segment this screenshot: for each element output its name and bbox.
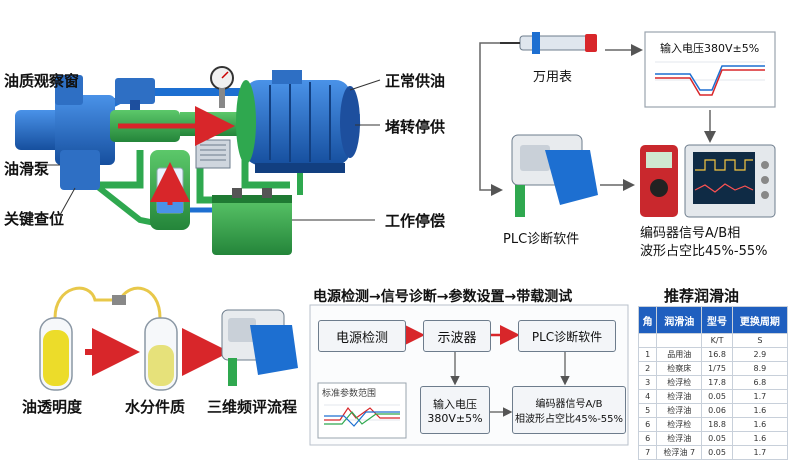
encoder-box-line-2: 相波形占空比45%-55%: [514, 414, 624, 425]
sub-header: K/T: [701, 333, 733, 348]
table-cell: 0.05: [701, 389, 733, 404]
label-oil-clarity: 油透明度: [22, 398, 83, 416]
table-cell: 1.7: [731, 389, 789, 404]
label-moisture: 水分件质: [125, 398, 186, 416]
table-cell: 0.05: [701, 445, 733, 460]
flow-box-encoder: 编码器信号A/B 相波形占空比45%-55%: [512, 386, 626, 434]
label-key-check: 关键查位: [4, 210, 65, 228]
col-header: 更换周期: [731, 306, 789, 334]
diagram-graphics: [15, 31, 776, 446]
label-plc-software: PLC诊断软件: [503, 232, 580, 247]
table-cell: 2: [637, 361, 658, 376]
table-cell: 1.6: [731, 403, 789, 418]
label-multimeter: 万用表: [533, 70, 573, 85]
table-cell: 1: [637, 347, 658, 362]
diagram-canvas: 油质观察窗 油滑泵 关键查位 正常供油 堵转停供 工作停偿 万用表 输入电压38…: [4, 31, 789, 460]
label-work-stop: 工作停偿: [385, 212, 446, 230]
flow-box-voltage: 输入电压 380V±5%: [420, 386, 490, 434]
table-cell: 4: [637, 389, 658, 404]
table-cell: 品用油: [656, 347, 703, 362]
table-cell: 7: [637, 445, 658, 460]
voltage-box-line-1: 输入电压: [433, 397, 477, 411]
voltage-chart-title: 输入电压380V±5%: [660, 42, 760, 55]
label-blocked-stop: 堵转停供: [385, 118, 446, 136]
flow-title: 电源检测→信号诊断→参数设置→带载测试: [313, 289, 573, 305]
label-encoder-1: 编码器信号A/B相: [640, 226, 741, 241]
table-cell: 检浮油: [656, 403, 703, 418]
table-title: 推荐润滑油: [664, 287, 740, 305]
table-cell: 16.8: [701, 347, 733, 362]
table-cell: 1/75: [701, 361, 733, 376]
table-cell: 18.8: [701, 417, 733, 432]
flow-box-power: 电源检测: [318, 320, 406, 352]
table-cell: 检浮油 7: [656, 445, 703, 460]
label-encoder-2: 波形占空比45%-55%: [640, 244, 768, 259]
table-cell: 检浮油: [656, 389, 703, 404]
col-header: 角: [637, 306, 658, 334]
table-cell: 6: [637, 431, 658, 446]
table-cell: 6: [637, 417, 658, 432]
table-cell: 1.6: [731, 431, 789, 446]
table-cell: 0.05: [701, 431, 733, 446]
oil-test-illustration: [39, 286, 298, 391]
table-cell: 1.6: [731, 417, 789, 432]
table-header-row: 角 润滑油 型号 更换周期: [637, 306, 789, 334]
param-range-label: 标准参数范围: [322, 389, 377, 399]
table-cell: 检浮油: [656, 431, 703, 446]
table-subheader-row: K/T S: [637, 333, 789, 348]
table-cell: 0.06: [701, 403, 733, 418]
table-cell: 检浮检: [656, 375, 703, 390]
col-header: 润滑油: [656, 306, 703, 334]
flow-box-scope: 示波器: [423, 320, 491, 352]
table-cell: 检察床: [656, 361, 703, 376]
table-cell: 17.8: [701, 375, 733, 390]
table-cell: 检浮检: [656, 417, 703, 432]
flow-box-plc: PLC诊断软件: [518, 320, 616, 352]
table-cell: 6.8: [731, 375, 789, 390]
label-normal-supply: 正常供油: [385, 72, 446, 90]
diagnostic-illustration: [479, 31, 776, 218]
table-cell: 2.9: [731, 347, 789, 362]
table-cell: 8.9: [731, 361, 789, 376]
table-cell: 1.7: [731, 445, 789, 460]
encoder-box-line-1: 编码器信号A/B: [535, 399, 603, 410]
table-cell: 5: [637, 403, 658, 418]
voltage-box-line-2: 380V±5%: [427, 411, 483, 425]
sub-header: [656, 333, 703, 348]
label-oil-pump: 油滑泵: [4, 160, 50, 178]
sub-header: S: [731, 333, 789, 348]
table-cell: 3: [637, 375, 658, 390]
pump-system-illustration: [15, 66, 381, 255]
sub-header: [637, 333, 658, 348]
col-header: 型号: [701, 306, 733, 334]
label-oil-window: 油质观察窗: [4, 72, 80, 90]
label-3d-flow: 三维频评流程: [207, 398, 298, 416]
